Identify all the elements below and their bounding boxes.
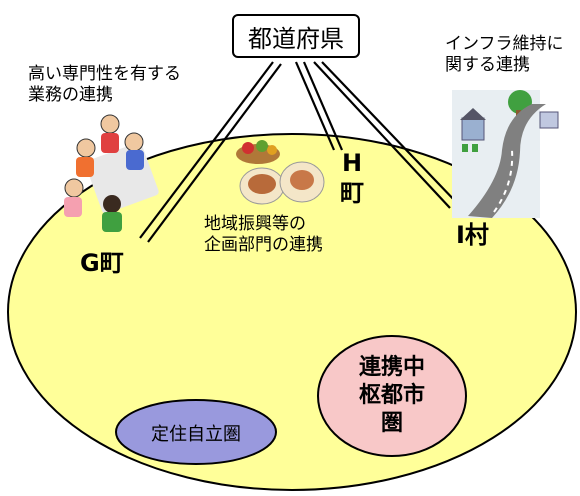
- link-to-h: [294, 61, 344, 151]
- town-g-label: G町: [80, 249, 124, 277]
- link-to-i: [313, 61, 459, 209]
- settlement-zone-shape: [115, 399, 277, 465]
- link-to-g: [139, 61, 282, 243]
- central-zone-label: 連携中 枢都市 圏: [358, 354, 425, 437]
- planning-collaboration-label: 地域振興等の 企画部門の連携: [204, 214, 323, 256]
- village-i-label: I村: [456, 221, 489, 249]
- central-zone-shape: [317, 335, 467, 457]
- prefecture-box: 都道府県: [232, 14, 360, 58]
- settlement-zone-label: 定住自立圏: [151, 424, 241, 445]
- specialized-collaboration-label: 高い専門性を有する 業務の連携: [28, 64, 181, 106]
- town-h-label: H 町: [340, 149, 364, 207]
- food-illustration: [236, 140, 325, 205]
- infrastructure-illustration: [452, 90, 559, 218]
- meeting-illustration: [64, 114, 159, 232]
- infrastructure-collaboration-label: インフラ維持に 関する連携: [445, 34, 564, 76]
